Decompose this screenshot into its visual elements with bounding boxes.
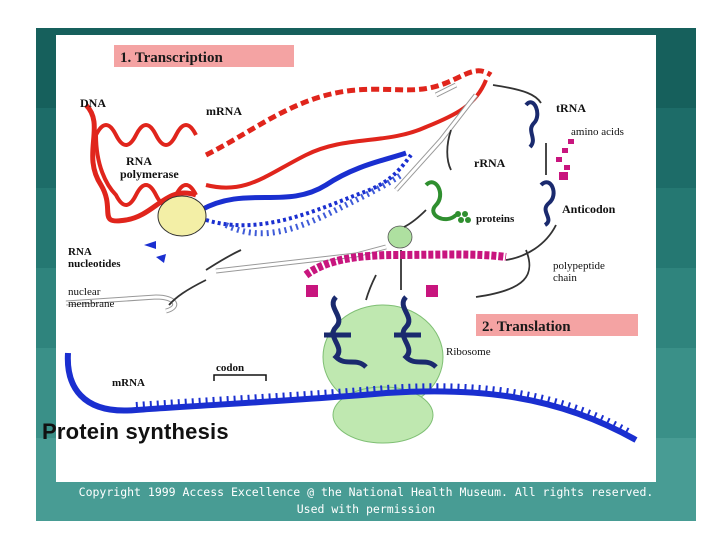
proteins-cluster	[455, 211, 471, 223]
rrna-molecule	[424, 180, 458, 222]
dna-strand-top	[204, 68, 493, 158]
label-rrna: rRNA	[474, 156, 506, 170]
dna-coil	[84, 103, 197, 224]
label-trna: tRNA	[556, 101, 586, 115]
translation-title: 2. Translation	[482, 319, 571, 335]
label-polypeptide-2: chain	[553, 272, 577, 284]
label-polypeptide-1: polypeptide	[553, 260, 605, 272]
label-dna: DNA	[80, 96, 106, 110]
label-rna-nucleotides-1: RNA	[68, 246, 92, 258]
transcription-title-box	[114, 45, 294, 67]
ribosome-subunit-small	[387, 225, 413, 249]
label-rna-nucleotides-2: nucleotides	[68, 258, 121, 270]
label-amino-acids: amino acids	[571, 126, 624, 138]
amino-acid-icons	[556, 139, 574, 170]
copyright-line-2: Used with permission	[296, 502, 436, 516]
trna-anticodon-molecule	[539, 180, 556, 227]
ribosome-lower	[332, 386, 434, 444]
protein-synthesis-diagram: 1. Transcription 2. Translation	[64, 45, 638, 444]
codon-ticks	[135, 383, 634, 440]
nucleotide-row	[224, 172, 403, 237]
label-proteins: proteins	[476, 213, 515, 225]
copyright-line-1: Copyright 1999 Access Excellence @ the N…	[78, 485, 654, 499]
label-ribosome: Ribosome	[446, 346, 491, 358]
mrna-transcript	[199, 150, 407, 213]
label-mrna-bottom: mRNA	[112, 377, 145, 389]
diagram-title: Protein synthesis	[42, 419, 229, 444]
transcription-title: 1. Transcription	[120, 50, 223, 66]
copyright-notice: Copyright 1999 Access Excellence @ the N…	[36, 484, 696, 518]
rna-nucleotide-icons	[144, 241, 166, 263]
label-anticodon: Anticodon	[562, 202, 616, 216]
mrna-strand-bottom	[64, 352, 638, 443]
diagram-panel: 1. Transcription 2. Translation	[56, 35, 656, 482]
label-rna-polymerase-2: polymerase	[120, 167, 179, 181]
label-nuclear-membrane-2: membrane	[68, 298, 115, 310]
label-rna-polymerase-1: RNA	[126, 154, 152, 168]
dna-strand-red	[205, 79, 488, 190]
polypeptide-chain	[303, 250, 507, 279]
trna-on-ribosome-right	[400, 295, 438, 369]
translation-title-box	[476, 314, 638, 336]
label-mrna-top: mRNA	[206, 104, 242, 118]
rna-polymerase	[157, 195, 207, 237]
slide-frame: 1. Transcription 2. Translation	[36, 28, 696, 521]
codon-bracket	[213, 374, 267, 381]
rna-nucleotide-ticks	[205, 153, 413, 228]
trna-molecule	[524, 100, 540, 149]
trna-on-ribosome-left	[330, 295, 368, 369]
label-codon: codon	[216, 362, 244, 374]
label-nuclear-membrane-1: nuclear	[68, 286, 101, 298]
